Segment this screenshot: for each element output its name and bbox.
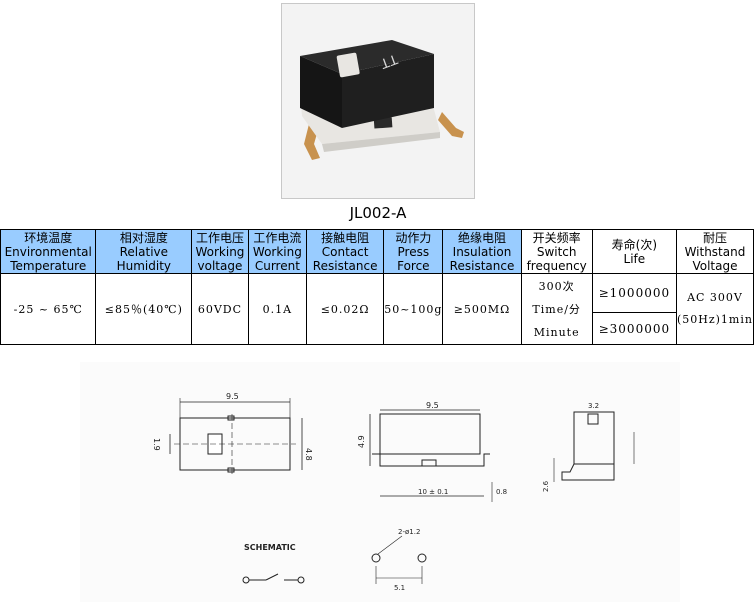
header-life: 寿命(次)Life <box>591 229 677 274</box>
schematic-label: SCHEMATIC <box>244 543 296 552</box>
value-withstand-voltage: AC 300V(50Hz)1min <box>675 273 754 345</box>
dim-height: 4.8 <box>304 448 313 461</box>
value-voltage: 60VDC <box>191 273 249 345</box>
spec-value-row-2: ≥3000000 <box>1 312 754 345</box>
technical-drawing: 9.5 4.8 1.9 9.5 4.9 10 ± 0.1 0.8 3.2 2 <box>80 362 680 602</box>
model-name: JL002-A <box>349 204 407 222</box>
top-view: 9.5 4.8 1.9 <box>152 392 313 474</box>
hole-spacing: 5.1 <box>394 584 405 592</box>
value-life-2: ≥3000000 <box>591 312 677 345</box>
dim-left: 1.9 <box>152 438 161 451</box>
dim-bottom-right: 2.6 <box>542 480 550 492</box>
value-contact-resistance: ≤0.02Ω <box>306 273 385 345</box>
hole-label: 2-ø1.2 <box>398 528 420 536</box>
svg-text:TT: TT <box>378 51 400 72</box>
hole-pattern: 2-ø1.2 5.1 <box>371 528 427 592</box>
end-view: 3.2 2.6 <box>542 402 635 492</box>
dim-height-side: 4.9 <box>357 435 366 448</box>
value-humidity: ≤85％(40℃) <box>95 273 193 345</box>
value-current: 0.1A <box>247 273 308 345</box>
value-press-force: 50~100g <box>383 273 444 345</box>
value-temperature: -25 ~ 65℃ <box>0 273 97 345</box>
spec-value-row: -25 ~ 65℃ ≤85％(40℃) 60VDC 0.1A ≤0.02Ω 50… <box>0 273 754 345</box>
product-photo: TT <box>281 3 475 199</box>
schematic: SCHEMATIC <box>242 543 305 584</box>
dim-bottom: 10 ± 0.1 <box>418 488 448 496</box>
value-insulation-resistance: ≥500MΩ <box>442 273 522 345</box>
dim-top-right: 3.2 <box>588 402 599 410</box>
value-life-1: ≥1000000 <box>591 273 677 313</box>
side-view: 9.5 4.9 10 ± 0.1 0.8 <box>357 401 507 502</box>
dimension-drawing: 9.5 4.8 1.9 9.5 4.9 10 ± 0.1 0.8 3.2 2 <box>152 392 635 592</box>
microswitch-image: TT <box>282 4 474 198</box>
dim-width: 9.5 <box>226 392 239 401</box>
dim-top-side: 9.5 <box>426 401 439 410</box>
dim-right: 0.8 <box>496 488 507 496</box>
